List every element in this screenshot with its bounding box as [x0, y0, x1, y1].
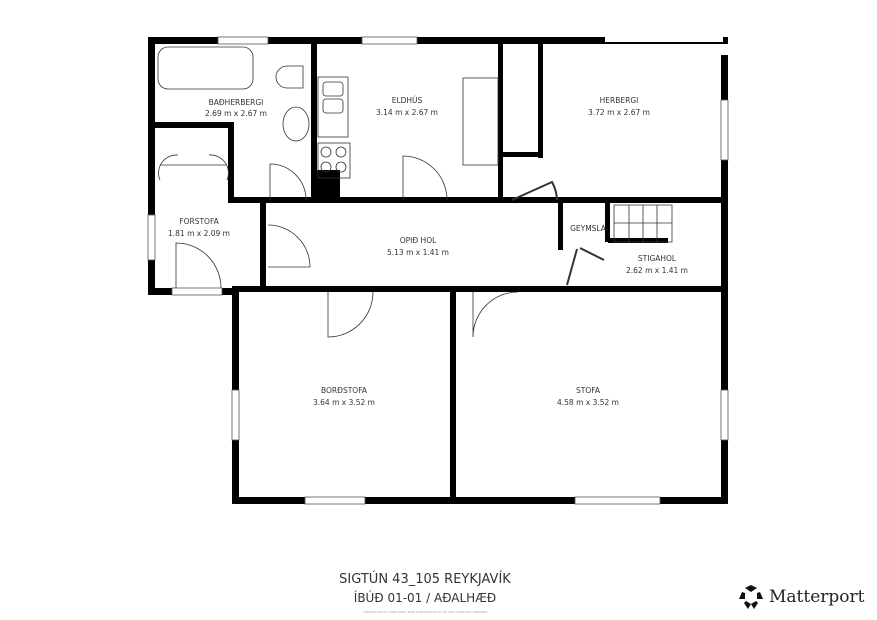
closet-doors — [158, 154, 229, 181]
toilet — [275, 65, 304, 89]
stairs — [613, 204, 673, 243]
walls — [148, 37, 728, 504]
room-name: STOFA — [576, 386, 601, 395]
room-size: 3.72 m x 2.67 m — [588, 108, 650, 117]
room-name: FORSTOFA — [179, 217, 219, 226]
stove — [317, 142, 351, 179]
room-name: BORÐSTOFA — [321, 386, 368, 395]
sink — [282, 106, 310, 142]
room-size: 3.14 m x 2.67 m — [376, 108, 438, 117]
room-name: STIGAHOL — [638, 254, 677, 263]
room-size: 2.69 m x 2.67 m — [205, 109, 267, 118]
room-size: 3.64 m x 3.52 m — [313, 398, 375, 407]
room-size: 4.58 m x 3.52 m — [557, 398, 619, 407]
matterport-logo: Matterport — [738, 584, 864, 610]
kitchen-sink — [317, 76, 349, 138]
matterport-logo-icon — [739, 585, 763, 609]
door-hol — [267, 224, 311, 268]
door-entrance — [175, 242, 222, 289]
door-bath — [269, 163, 307, 201]
fixtures — [157, 46, 673, 338]
room-size: 2.62 m x 1.41 m — [626, 266, 688, 275]
room-size: 1.81 m x 2.09 m — [168, 229, 230, 238]
counter — [462, 77, 499, 166]
room-size: 5.13 m x 1.41 m — [387, 248, 449, 257]
disclaimer: TEIKNING ÞESSI SÝNIR INNRA RÝMI EIGNARIN… — [362, 610, 488, 614]
room-name: OPIÐ HOL — [400, 236, 437, 245]
door-stofa — [472, 291, 519, 338]
logo-text: Matterport — [769, 587, 865, 607]
room-name: BAÐHERBERGI — [209, 98, 264, 107]
room-name: HERBERGI — [600, 96, 639, 105]
room-name: ELDHÚS — [392, 96, 423, 105]
bathtub — [157, 46, 254, 90]
room-name: GEYMSLA — [570, 224, 607, 233]
windows — [147, 30, 729, 505]
door-bordstofa — [327, 291, 374, 338]
unit-label: ÍBÚÐ 01-01 / AÐALHÆÐ — [353, 591, 497, 605]
address: SIGTÚN 43_105 REYKJAVÍK — [339, 572, 511, 587]
door-kitchen — [402, 155, 448, 201]
